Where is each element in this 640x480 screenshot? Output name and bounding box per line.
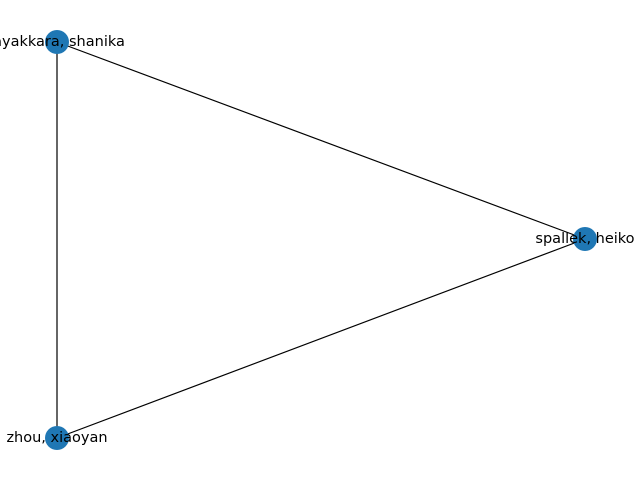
node-marker (573, 227, 597, 251)
node-jayakkara-shanika[interactable]: jayakkara, shanika (0, 30, 125, 54)
node-label: jayakkara, shanika (0, 34, 125, 50)
edge-layer (56, 41, 586, 439)
node-marker (45, 30, 69, 54)
edge-jayakkara-spallek (56, 41, 586, 240)
node-layer: jayakkara, shanika spallek, heiko zhou, … (0, 30, 635, 450)
node-label: zhou, xiaoyan (6, 430, 107, 446)
node-spallek-heiko[interactable]: spallek, heiko (535, 227, 635, 251)
node-marker (45, 426, 69, 450)
node-zhou-xiaoyan[interactable]: zhou, xiaoyan (6, 426, 108, 450)
node-label: spallek, heiko (535, 231, 634, 247)
edge-spallek-zhou (56, 238, 586, 439)
